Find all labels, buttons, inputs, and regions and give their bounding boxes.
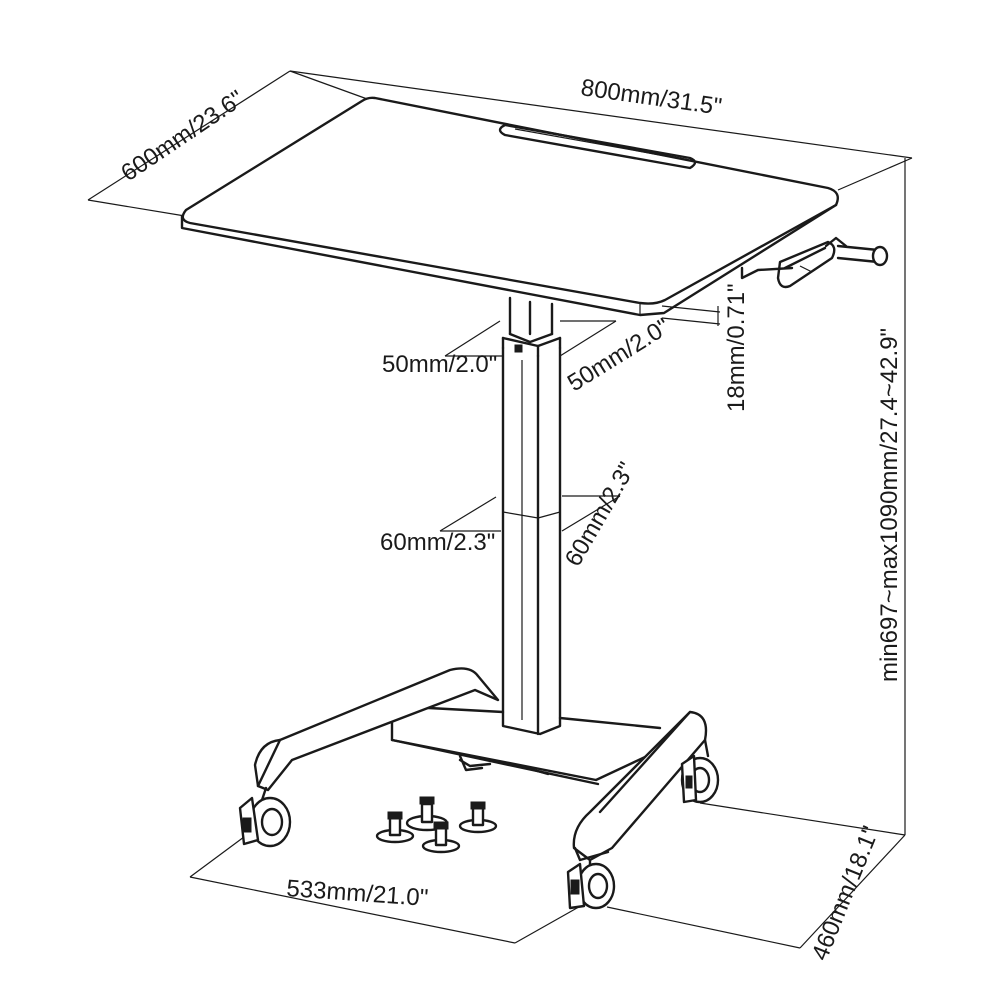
tabletop bbox=[181, 96, 839, 305]
depth-top-label: 600mm/23.6" bbox=[116, 85, 249, 187]
height-range-label: min697~max1090mm/27.4~42.9" bbox=[876, 328, 903, 682]
caster-hidden bbox=[458, 754, 484, 772]
caster-left bbox=[238, 786, 292, 848]
caster-back-right bbox=[680, 738, 720, 804]
upper-column-label-a: 50mm/2.0" bbox=[382, 351, 497, 378]
lower-column-label-a: 60mm/2.3" bbox=[380, 529, 495, 556]
base bbox=[253, 667, 708, 862]
desk-illustration bbox=[180, 96, 889, 910]
base-depth-label: 460mm/18.1" bbox=[807, 823, 885, 965]
base-width-label: 533mm/21.0" bbox=[286, 875, 429, 912]
top-thickness-label: 18mm/0.71" bbox=[723, 283, 750, 412]
column bbox=[501, 296, 562, 736]
width-top-label: 800mm/31.5" bbox=[579, 74, 723, 120]
lower-column-label-b: 60mm/2.3" bbox=[560, 458, 641, 571]
leveling-feet bbox=[375, 796, 498, 854]
caster-front-right bbox=[566, 858, 616, 910]
upper-column-label-b: 50mm/2.0" bbox=[563, 313, 675, 397]
lift-handle bbox=[740, 236, 889, 289]
